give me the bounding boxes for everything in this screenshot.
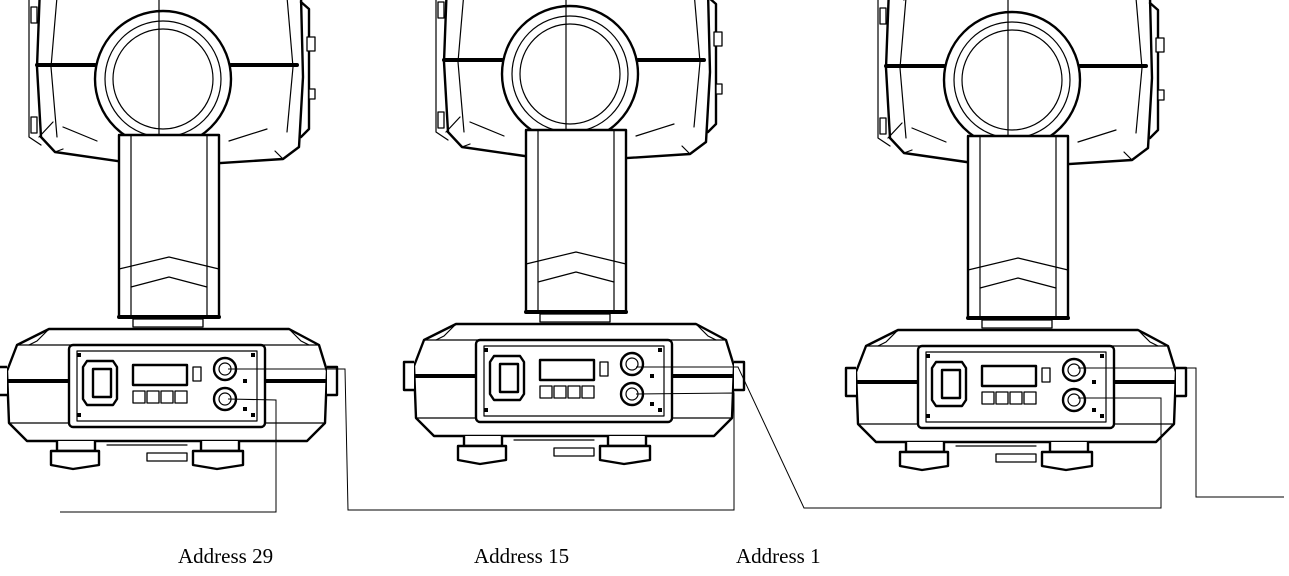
fixture-left-address-label: Address 29 [178, 544, 274, 568]
fixture-right-address-label: Address 1 [736, 544, 821, 568]
cable-left-to-middle [228, 368, 735, 511]
fixture-middle-address-label: Address 15 [474, 544, 570, 568]
fixture-middle [402, 0, 746, 466]
fixture-left [0, 0, 339, 471]
cable-right-out [1078, 367, 1284, 498]
cable-middle-to-right [636, 366, 1162, 509]
cable-left-in [60, 398, 277, 513]
fixture-right [844, 0, 1188, 472]
